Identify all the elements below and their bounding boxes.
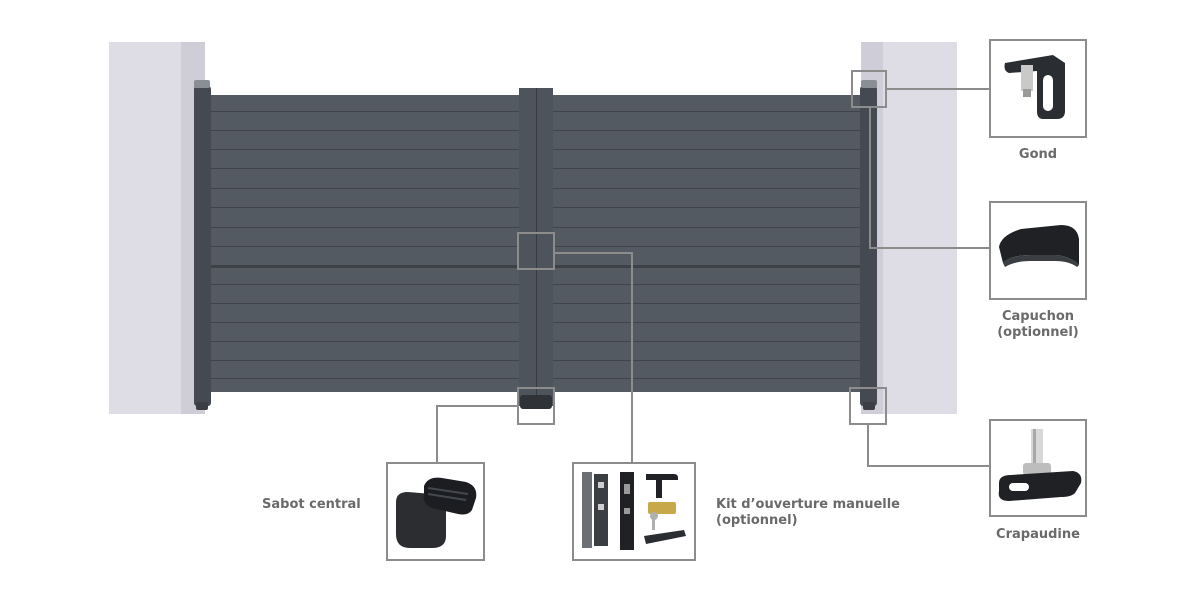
- center-stop-shape: [520, 395, 552, 409]
- kit-leader-horizontal: [555, 252, 633, 254]
- gond-highlight: [851, 70, 887, 108]
- capuchon-leader-vertical: [869, 108, 871, 249]
- right-gate-leaf: [553, 95, 860, 392]
- crapaudine-thumbnail: [989, 419, 1087, 517]
- sabot-leader-horizontal: [436, 405, 517, 407]
- sabot-label: Sabot central: [262, 497, 361, 512]
- crapaudine-label: Crapaudine: [996, 527, 1080, 542]
- kit-highlight: [517, 232, 555, 270]
- crapaudine-leader-horizontal: [867, 465, 989, 467]
- gond-thumbnail: [989, 39, 1087, 138]
- capuchon-label: Capuchon (optionnel): [997, 309, 1079, 340]
- right-bottom-pivot: [863, 402, 875, 410]
- lock-kit-icon: [582, 472, 686, 550]
- capuchon-leader-horizontal: [869, 247, 989, 249]
- gond-hinge-icon: [1004, 55, 1065, 119]
- sabot-leader-vertical: [436, 405, 438, 462]
- right-top-hinge: [861, 80, 877, 88]
- capuchon-cap-icon: [999, 225, 1079, 267]
- center-stile-right: [537, 88, 553, 406]
- center-stile-left: [519, 88, 536, 406]
- left-hinge-post: [194, 86, 211, 406]
- kit-label: Kit d’ouverture manuelle (optionnel): [716, 497, 900, 528]
- kit-thumbnail: [572, 462, 696, 561]
- gond-leader: [887, 88, 989, 90]
- gond-label: Gond: [1018, 147, 1058, 162]
- sabot-stop-icon: [396, 477, 477, 548]
- left-top-hinge: [194, 80, 210, 88]
- left-bottom-pivot: [196, 402, 208, 410]
- left-gate-leaf: [211, 95, 519, 392]
- capuchon-thumbnail: [989, 201, 1087, 300]
- crapaudine-leader-vertical: [867, 425, 869, 467]
- sabot-thumbnail: [386, 462, 485, 561]
- right-hinge-post: [860, 86, 877, 406]
- crapaudine-highlight: [849, 387, 887, 425]
- sabot-highlight: [517, 387, 555, 425]
- kit-leader-vertical: [631, 252, 633, 462]
- crapaudine-pivot-icon: [998, 429, 1082, 501]
- left-pillar: [109, 42, 205, 414]
